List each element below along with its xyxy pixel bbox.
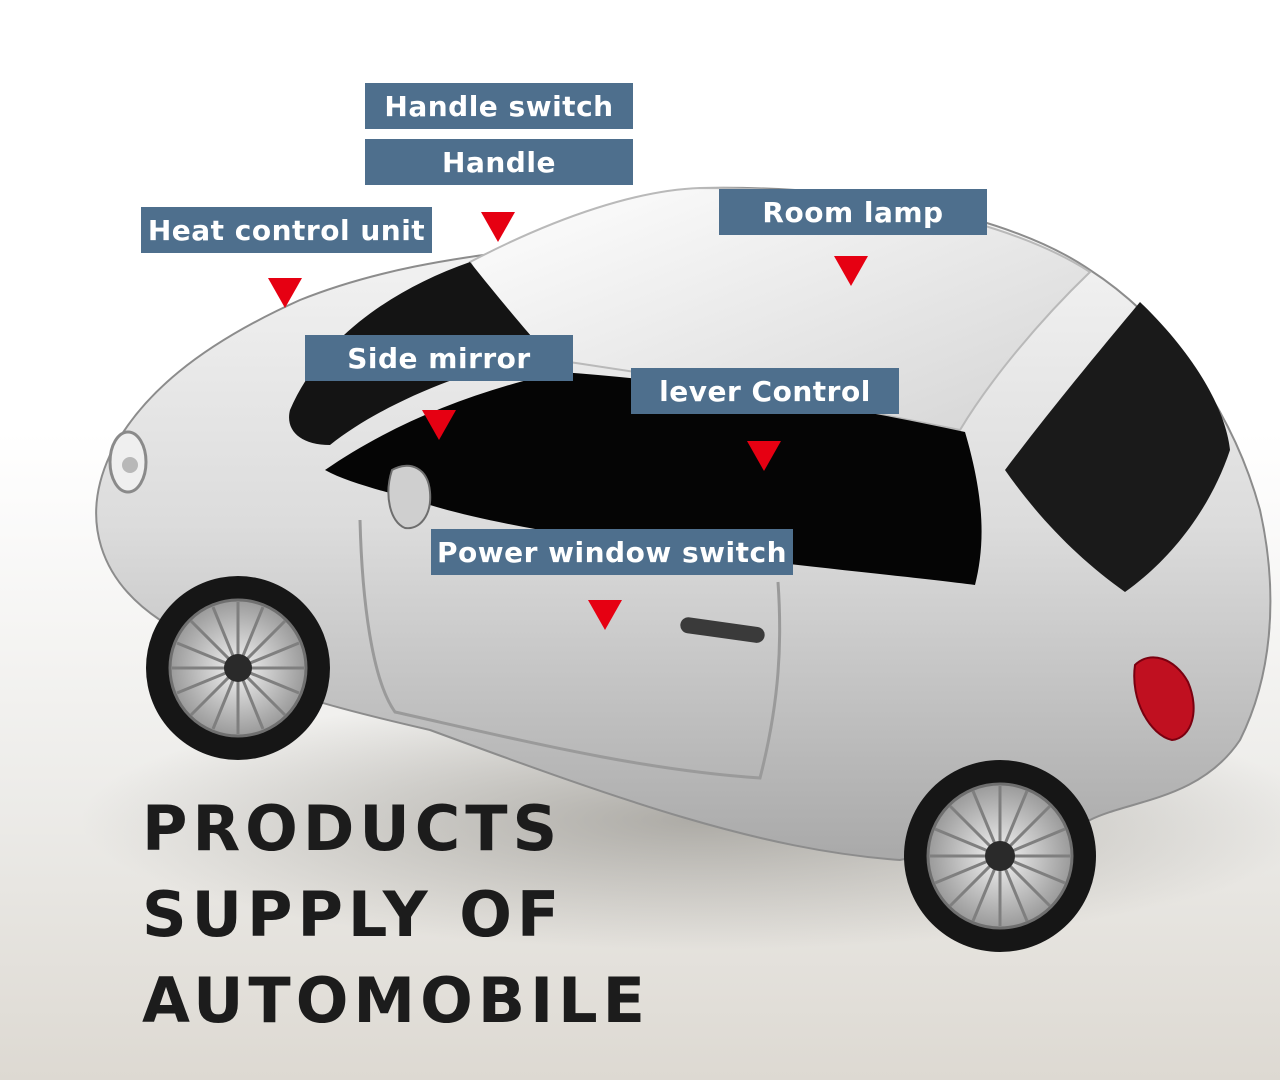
headline-line: SUPPLY OF xyxy=(142,878,565,951)
rear-window xyxy=(1005,302,1230,592)
red-triangle-down-icon xyxy=(268,278,302,308)
headline-line: PRODUCTS xyxy=(142,792,563,865)
label-room-lamp: Room lamp xyxy=(719,189,987,235)
side-window xyxy=(325,372,982,585)
red-triangle-down-icon xyxy=(747,441,781,471)
red-triangle-down-icon xyxy=(588,600,622,630)
headline-line: AUTOMOBILE xyxy=(142,964,651,1037)
headline: PRODUCTS SUPPLY OF AUTOMOBILE xyxy=(142,786,650,1044)
label-handle-switch: Handle switch xyxy=(365,83,633,129)
label-heat-control-unit: Heat control unit xyxy=(141,207,432,253)
label-power-window-switch: Power window switch xyxy=(431,529,793,575)
tail-light xyxy=(1133,656,1195,742)
door-handle xyxy=(680,617,765,643)
red-triangle-down-icon xyxy=(422,410,456,440)
red-triangle-down-icon xyxy=(834,256,868,286)
label-side-mirror: Side mirror xyxy=(305,335,573,381)
label-lever-control: lever Control xyxy=(631,368,899,414)
red-triangle-down-icon xyxy=(481,212,515,242)
side-mirror-shape xyxy=(387,464,432,530)
label-handle: Handle xyxy=(365,139,633,185)
door-outline xyxy=(358,519,782,780)
